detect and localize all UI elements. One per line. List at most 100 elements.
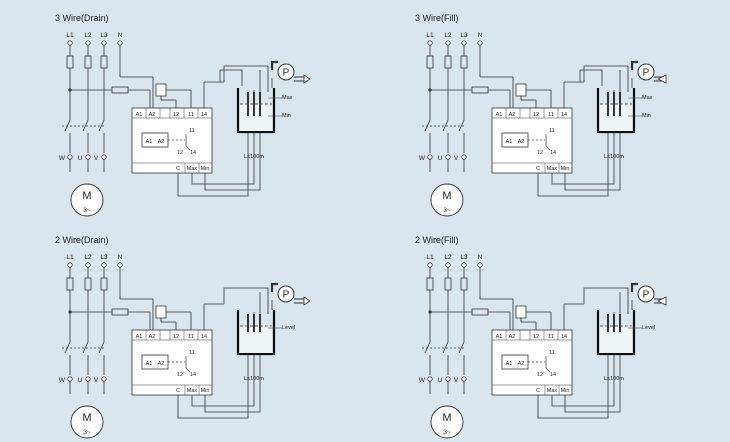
relay-contact-11: 11 bbox=[189, 350, 195, 356]
tank-liquid bbox=[240, 104, 272, 131]
phase-label-l2: L2 bbox=[444, 32, 452, 39]
phase-terminal bbox=[445, 40, 451, 46]
bottom-terminal-label: C bbox=[536, 166, 540, 172]
neutral-label: N bbox=[478, 254, 483, 261]
top-terminal-label: 12 bbox=[173, 112, 179, 118]
relay-contact-12: 12 bbox=[177, 150, 183, 156]
relay-coil-a2: A2 bbox=[158, 361, 165, 367]
probe-icon bbox=[259, 314, 261, 332]
relay-coil-a2: A2 bbox=[518, 139, 525, 145]
contactor-contact bbox=[98, 341, 105, 354]
wire bbox=[583, 287, 629, 314]
top-terminal-label: 14 bbox=[561, 112, 567, 118]
contactor-contact bbox=[442, 341, 449, 354]
fuse-icon bbox=[84, 55, 92, 69]
diagram-title: 2 Wire(Drain) bbox=[55, 235, 109, 245]
junction-dot bbox=[68, 310, 72, 314]
probe-icon bbox=[247, 92, 249, 116]
wire bbox=[537, 320, 609, 419]
relay-contact-icon bbox=[545, 145, 551, 151]
contactor-contact bbox=[82, 119, 89, 132]
tank-icon bbox=[236, 88, 276, 134]
pump-icon bbox=[637, 63, 655, 81]
probe-icon bbox=[613, 314, 615, 332]
bottom-terminal-label: C bbox=[536, 388, 540, 394]
wire bbox=[270, 282, 278, 292]
level-min-label: Min bbox=[282, 113, 291, 119]
bottom-terminal-label: Max bbox=[187, 388, 198, 394]
motor-label: M bbox=[82, 190, 91, 202]
wire bbox=[537, 98, 609, 197]
bottom-terminal-label: Min bbox=[201, 166, 210, 172]
probe-icon bbox=[607, 92, 609, 116]
motor-label: M bbox=[442, 412, 451, 424]
pump-label: P bbox=[283, 290, 290, 301]
relay-contact-icon bbox=[185, 367, 191, 373]
contactor-contact bbox=[442, 119, 449, 132]
motor-label: M bbox=[442, 190, 451, 202]
top-terminal-label: A1 bbox=[496, 112, 503, 118]
probe-icon bbox=[607, 314, 609, 332]
motor-icon bbox=[70, 405, 104, 439]
wire bbox=[270, 60, 278, 70]
bottom-terminal-label: Max bbox=[547, 166, 558, 172]
pump-icon bbox=[637, 285, 655, 303]
motor-terminal-label: V bbox=[94, 155, 99, 162]
level-max-label: Max bbox=[642, 95, 653, 101]
contactor-contact bbox=[98, 119, 105, 132]
tank-icon bbox=[596, 88, 636, 134]
bottom-terminal-label: C bbox=[176, 388, 180, 394]
contactor-coil-icon bbox=[155, 305, 167, 319]
relay-coil-a1: A1 bbox=[506, 139, 513, 145]
top-terminal-label: A1 bbox=[496, 334, 503, 340]
level-label: Level bbox=[642, 325, 655, 331]
control-fuse-icon bbox=[471, 308, 489, 316]
cable-length-label: L≤100m bbox=[244, 376, 264, 382]
neutral-terminal bbox=[477, 262, 483, 268]
wire bbox=[630, 282, 638, 292]
motor-terminal-label: U bbox=[78, 377, 83, 384]
tank-icon bbox=[596, 310, 636, 356]
fuse-icon bbox=[460, 277, 468, 291]
phase-terminal bbox=[101, 40, 107, 46]
diagram-title: 3 Wire(Fill) bbox=[415, 13, 459, 23]
phase-terminal bbox=[427, 40, 433, 46]
wire bbox=[191, 90, 255, 185]
probe-icon bbox=[259, 92, 261, 116]
motor-terminal bbox=[101, 154, 107, 160]
fuse-icon bbox=[84, 277, 92, 291]
probe-icon bbox=[619, 314, 621, 332]
wire bbox=[551, 90, 615, 185]
top-terminal-label: 14 bbox=[201, 112, 207, 118]
junction-dot bbox=[68, 88, 72, 92]
probe-icon bbox=[247, 314, 249, 332]
phase-terminal bbox=[67, 40, 73, 46]
phase-terminal bbox=[101, 262, 107, 268]
wire bbox=[219, 69, 243, 86]
top-terminal-label: 12 bbox=[533, 334, 539, 340]
motor-terminal bbox=[67, 154, 73, 160]
phase-terminal bbox=[445, 262, 451, 268]
bottom-terminal-label: C bbox=[176, 166, 180, 172]
phase-terminal bbox=[461, 262, 467, 268]
motor-terminal-label: W bbox=[419, 377, 426, 384]
diagram-title: 3 Wire(Drain) bbox=[55, 13, 109, 23]
top-terminal-label: 11 bbox=[188, 334, 194, 340]
relay-coil-a2: A2 bbox=[518, 361, 525, 367]
level-max-label: Max bbox=[282, 95, 293, 101]
wire bbox=[579, 69, 603, 86]
top-terminal-label: A1 bbox=[136, 112, 143, 118]
relay-contact-icon bbox=[185, 145, 191, 151]
phase-label-l3: L3 bbox=[100, 32, 108, 39]
wire bbox=[177, 98, 249, 197]
motor-terminal bbox=[445, 376, 451, 382]
contactor-contact bbox=[64, 119, 71, 132]
relay-coil-a1: A1 bbox=[506, 361, 513, 367]
level-relay-module bbox=[491, 329, 573, 396]
fuse-icon bbox=[100, 55, 108, 69]
phase-label-l1: L1 bbox=[426, 32, 434, 39]
pump-label: P bbox=[643, 68, 650, 79]
motor-label: M bbox=[82, 412, 91, 424]
